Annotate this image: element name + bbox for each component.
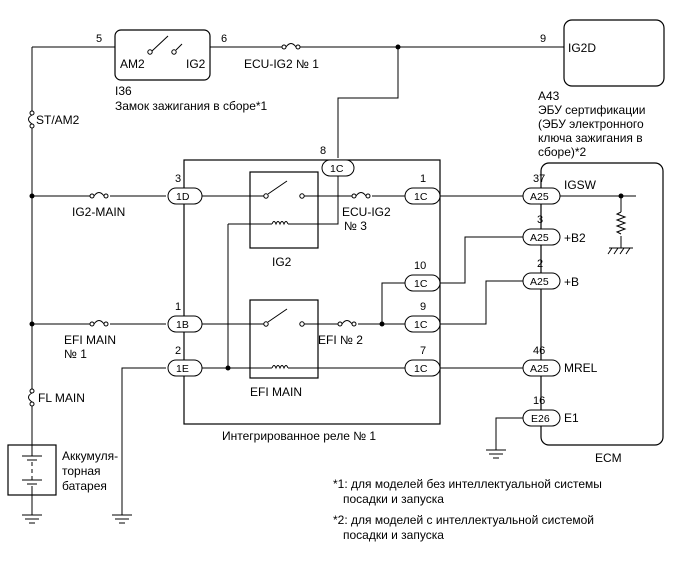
fuse-icon [351,192,371,199]
battery: Аккумуля- торная батарея [7,444,118,515]
relay-ig2: IG2 [249,171,319,269]
footnote-1-line-2: посадки и запуска [343,492,444,506]
conn-r3-pin: 9 [420,301,426,313]
switch-contact-am2: AM2 [120,57,145,71]
ecm-pin-3: 3 [537,214,543,226]
conn-r2-label: 1C [414,278,428,290]
switch-pin-6: 6 [221,33,227,45]
conn-1e-label: 1E [176,363,189,375]
conn-top-label: 1C [330,163,344,175]
relay-connectors: 8 1C 3 1D 1 1B 2 1E 1 1C 10 1C 9 [167,145,441,377]
relay-ig2-label: IG2 [272,255,292,269]
fuse-ig2-main-label: IG2-MAIN [72,205,125,219]
fuse-efi-main-1-label-1: EFI MAIN [64,333,116,347]
conn-top-pin: 8 [320,145,326,157]
ecm-signal-igsw: IGSW [564,178,597,192]
ecm-pin-46: 46 [533,345,545,357]
fuse-icon [89,320,109,327]
grounds [22,449,506,524]
ground-icon [486,449,506,459]
conn-r4-label: 1C [414,363,428,375]
ecm-conn-46: A25 [530,363,549,375]
switch-contact-ig2: IG2 [186,57,206,71]
fuse-icon [28,110,35,129]
battery-icon [22,445,42,515]
resistor-icon [615,211,627,235]
fuse-ecu-ig2-1-label: ECU-IG2 № 1 [244,57,319,71]
ground-icon [22,514,42,524]
ecm-pin-16: 16 [533,395,545,407]
conn-1b-pin: 1 [175,301,181,313]
conn-r2-pin: 10 [414,260,426,272]
footnote-2-line-1: *2: для моделей с интеллектуальной систе… [333,513,594,527]
footnotes: *1: для моделей без интеллектуальной сис… [333,477,602,542]
relay-contact-icon [267,308,288,323]
ecu-certification: 9 IG2D A43 ЭБУ сертификации (ЭБУ электро… [538,19,665,159]
ecu-cert-name-1: ЭБУ сертификации [538,103,646,117]
fuse-icon [89,192,109,199]
junction-dots [29,44,624,371]
ecm-conn-16: E26 [531,413,550,425]
ecm-signal-mrel: MREL [564,361,598,375]
conn-r3-label: 1C [414,319,428,331]
battery-label-3: батарея [62,479,107,493]
battery-label-1: Аккумуля- [62,449,118,463]
conn-r4-pin: 7 [420,345,426,357]
ground-icon [607,247,633,255]
conn-1d-pin: 3 [175,173,181,185]
switch-pin-5: 5 [96,33,102,45]
ecu-cert-code: A43 [538,89,560,103]
ecu-cert-name-3: ключа зажигания в [538,131,643,145]
ground-icon [112,514,132,524]
ecm: ECM 37 A25 IGSW 3 A25 +B2 2 A25 +B 46 A2… [522,162,664,465]
ecu-cert-name-4: сборе)*2 [538,145,587,159]
fuse-ecu-ig2-3-label-2: № 3 [344,219,367,233]
switch-code: I36 [115,84,132,98]
fuse-icon [337,320,357,327]
ecm-signal-b: +B [564,275,579,289]
relay-efi-main: EFI MAIN [249,299,319,399]
ecm-signal-e1: E1 [564,411,579,425]
fuse-fl-main-label: FL MAIN [38,391,85,405]
conn-r1-pin: 1 [420,173,426,185]
conn-r1-label: 1C [414,191,428,203]
fuses: ECU-IG2 № 1 ST/AM2 IG2-MAIN ECU-IG2 № 3 [28,43,391,407]
ecu-cert-pin: 9 [540,33,546,45]
relay-coil-icon [271,365,289,370]
fuse-icon [28,388,35,407]
ecm-conn-37: A25 [530,191,549,203]
fuse-efi-main-1-label-2: № 1 [64,347,87,361]
conn-1d-label: 1D [176,191,190,203]
ecm-conn-2: A25 [530,276,549,288]
relay-block-name: Интегрированное реле № 1 [222,429,376,443]
battery-label-2: торная [62,464,101,478]
ignition-switch: AM2 IG2 5 6 I36 Замок зажигания в сборе*… [96,29,268,113]
ecm-conn-3: A25 [530,232,549,244]
relay-coil-icon [271,221,289,226]
fuse-icon [281,43,301,50]
footnote-1-line-1: *1: для моделей без интеллектуальной сис… [333,477,602,491]
ecm-signal-b2: +B2 [564,231,586,245]
ecu-cert-terminal: IG2D [568,41,596,55]
conn-1b-label: 1B [176,319,189,331]
relay-contact-icon [267,180,288,195]
ecm-pin-2: 2 [537,258,543,270]
ecm-pin-37: 37 [533,173,545,185]
fuse-ecu-ig2-3-label-1: ECU-IG2 [342,205,391,219]
switch-name: Замок зажигания в сборе*1 [115,99,268,113]
ecu-cert-name-2: (ЭБУ электронного [538,117,644,131]
fuse-efi-2-label: EFI № 2 [318,333,363,347]
relay-block: Интегрированное реле № 1 IG2 EFI MA [167,145,441,443]
footnote-2-line-2: посадки и запуска [343,528,444,542]
fuse-st-am2-label: ST/AM2 [36,113,80,127]
conn-1e-pin: 2 [175,345,181,357]
switch-blade-icon [151,35,169,52]
ecm-name: ECM [595,451,622,465]
relay-efi-main-label: EFI MAIN [250,385,302,399]
